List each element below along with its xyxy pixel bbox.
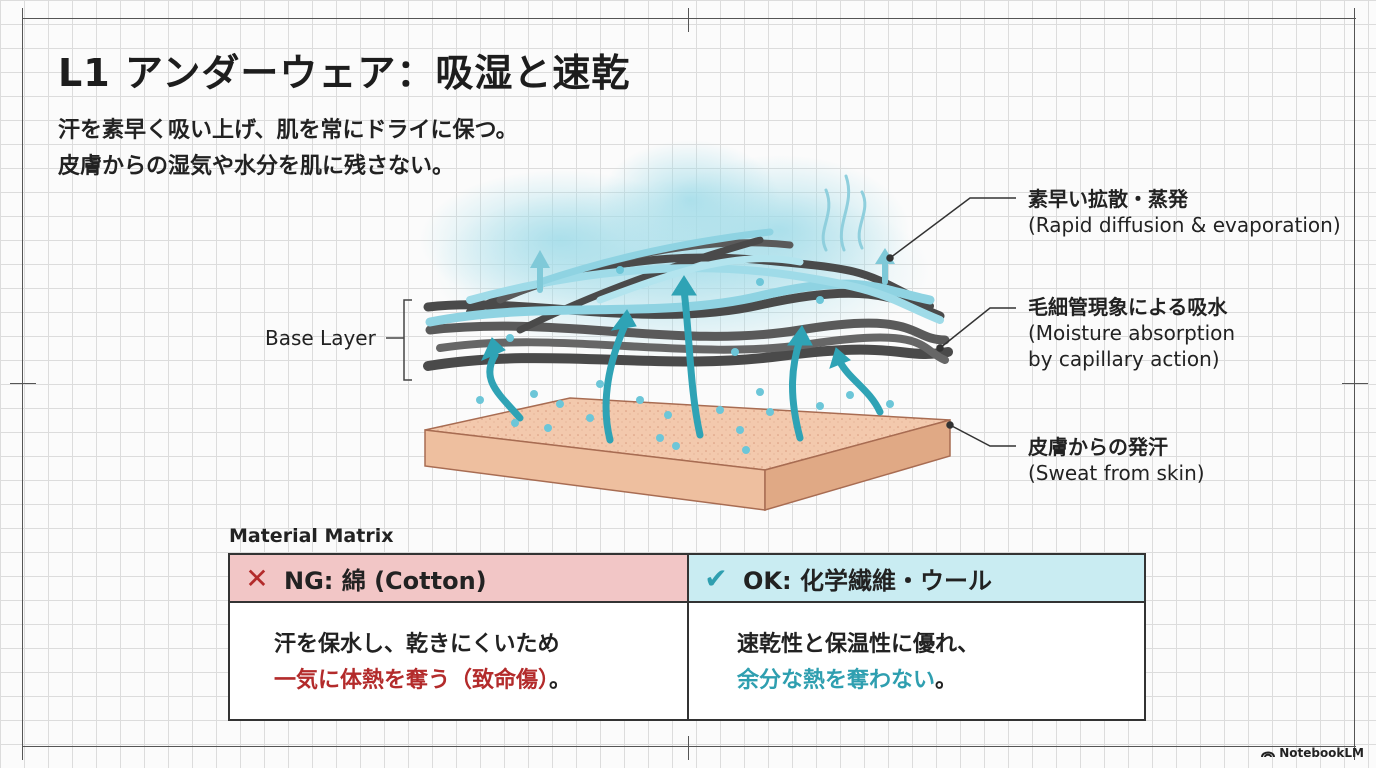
- callout-capillary: 毛細管現象による吸水 (Moisture absorption by capil…: [1028, 294, 1235, 372]
- capillary-arrows: [481, 248, 895, 444]
- matrix-caption: Material Matrix: [229, 525, 394, 547]
- callout-capillary-en-1: (Moisture absorption: [1028, 321, 1236, 345]
- frame-top: [22, 18, 1356, 19]
- frame-center-v-bottom: [688, 736, 689, 760]
- fiber-mesh: [423, 228, 953, 371]
- sweat-droplets: [476, 266, 894, 454]
- callout-capillary-en-2: by capillary action): [1028, 347, 1220, 371]
- material-matrix: ✕ NG: 綿 (Cotton) 汗を保水し、乾きにくいため 一気に体熱を奪う（…: [228, 553, 1146, 721]
- callout-evaporation-en: (Rapid diffusion & evaporation): [1028, 213, 1341, 237]
- notebooklm-logo-icon: [1261, 751, 1276, 758]
- callout-sweat-en: (Sweat from skin): [1028, 461, 1205, 485]
- matrix-ng-highlight: 一気に体熱を奪う（致命傷）: [274, 668, 550, 693]
- subtitle-line-2: 皮膚からの湿気や水分を肌に残さない。: [58, 154, 455, 179]
- matrix-ng-body: 汗を保水し、乾きにくいため 一気に体熱を奪う（致命傷）。: [230, 603, 687, 699]
- frame-center-h-right: [1342, 383, 1368, 384]
- frame-center-h-left: [10, 383, 36, 384]
- matrix-ok-column: ✔ OK: 化学繊維・ウール 速乾性と保温性に優れ、 余分な熱を奪わない。: [689, 555, 1144, 719]
- matrix-ok-line-1: 速乾性と保温性に優れ、: [737, 632, 980, 657]
- frame-right: [1354, 8, 1355, 760]
- matrix-ng-line-2: 一気に体熱を奪う（致命傷）。: [274, 663, 687, 699]
- matrix-ok-header-label: OK: 化学繊維・ウール: [743, 566, 992, 595]
- steam-lines: [821, 174, 867, 252]
- base-layer-label: Base Layer: [265, 326, 376, 350]
- matrix-ng-header-label: NG: 綿 (Cotton): [284, 566, 487, 595]
- callout-evaporation-jp: 素早い拡散・蒸発: [1028, 187, 1188, 211]
- matrix-ok-header: ✔ OK: 化学繊維・ウール: [689, 555, 1144, 603]
- frame-left: [22, 8, 23, 760]
- callout-sweat: 皮膚からの発汗 (Sweat from skin): [1028, 434, 1205, 486]
- check-icon: ✔: [704, 561, 728, 595]
- callout-lines: [886, 197, 1016, 447]
- base-layer-bracket: [386, 299, 412, 381]
- frame-center-v-top: [688, 8, 689, 32]
- callout-capillary-jp: 毛細管現象による吸水: [1028, 295, 1228, 319]
- notebooklm-logo-text: NotebookLM: [1279, 746, 1364, 760]
- matrix-ng-header: ✕ NG: 綿 (Cotton): [230, 555, 687, 603]
- matrix-ok-line-2-end: 。: [935, 668, 958, 693]
- frame-bottom: [22, 746, 1356, 747]
- notebooklm-logo: NotebookLM: [1261, 746, 1364, 760]
- subtitle-line-1: 汗を素早く吸い上げ、肌を常にドライに保つ。: [58, 118, 518, 143]
- page-title: L1 アンダーウェア：吸湿と速乾: [58, 51, 631, 95]
- matrix-ok-highlight: 余分な熱を奪わない: [737, 668, 936, 693]
- cross-icon: ✕: [245, 561, 269, 595]
- callout-evaporation: 素早い拡散・蒸発 (Rapid diffusion & evaporation): [1028, 186, 1341, 238]
- matrix-ng-line-2-end: 。: [549, 668, 572, 693]
- skin-layer: [424, 397, 951, 512]
- matrix-ok-body: 速乾性と保温性に優れ、 余分な熱を奪わない。: [689, 603, 1144, 699]
- matrix-ng-line-1: 汗を保水し、乾きにくいため: [274, 632, 560, 657]
- matrix-ng-column: ✕ NG: 綿 (Cotton) 汗を保水し、乾きにくいため 一気に体熱を奪う（…: [230, 555, 689, 719]
- matrix-ok-line-2: 余分な熱を奪わない。: [737, 663, 1144, 699]
- callout-sweat-jp: 皮膚からの発汗: [1028, 435, 1168, 459]
